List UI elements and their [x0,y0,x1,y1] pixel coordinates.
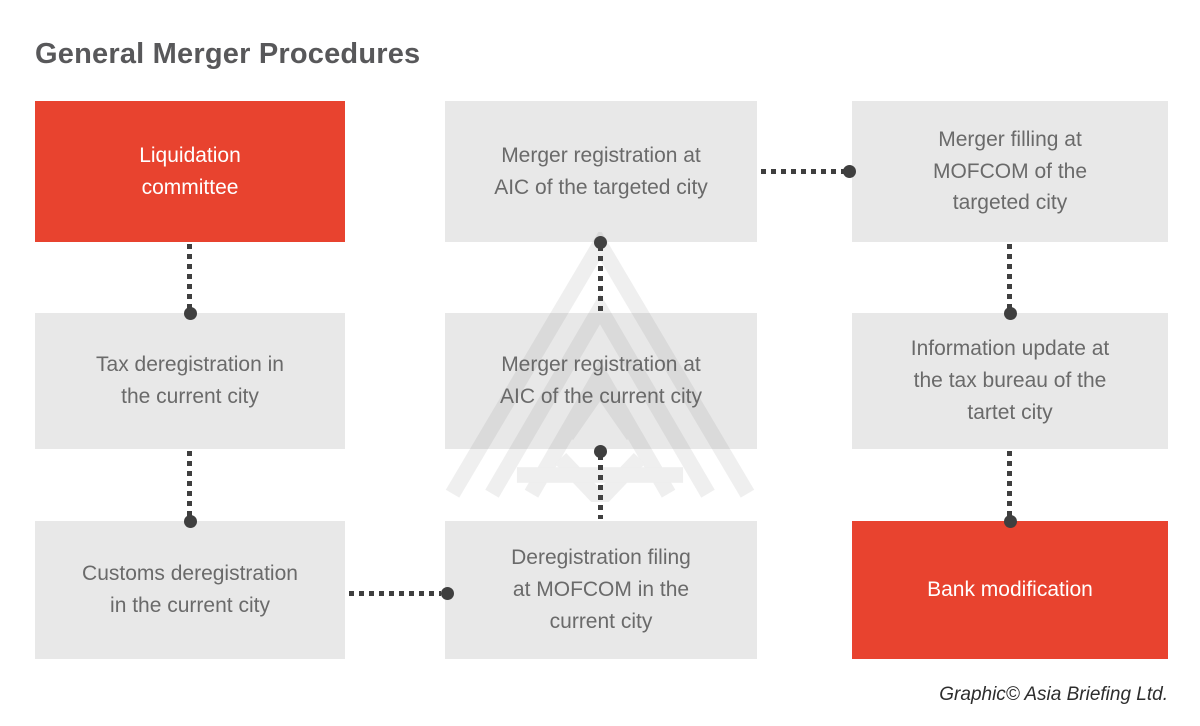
node-liquidation-committee: Liquidation committee [35,101,345,242]
connector-merger-filling-to-info-update-dot [1004,307,1017,320]
connector-deregistration-to-aic-current-dot [594,445,607,458]
connector-aic-targeted-to-merger-filling-dot [843,165,856,178]
connector-aic-current-to-aic-targeted-dot [594,236,607,249]
connector-aic-current-to-aic-targeted-line [598,246,603,311]
connector-customs-to-deregistration-line [349,591,441,596]
connector-deregistration-to-aic-current-line [598,455,603,519]
connector-merger-filling-to-info-update-line [1007,244,1012,310]
connector-liquidation-to-tax-dot [184,307,197,320]
connector-tax-to-customs-line [187,451,192,517]
page-title: General Merger Procedures [35,38,421,70]
node-merger-registration-aic-targeted: Merger registration at AIC of the target… [445,101,757,242]
node-information-update-tax-bureau: Information update at the tax bureau of … [852,313,1168,449]
connector-info-update-to-bank-line [1007,451,1012,517]
connector-customs-to-deregistration-dot [441,587,454,600]
connector-tax-to-customs-dot [184,515,197,528]
node-deregistration-filing-mofcom-current: Deregistration filing at MOFCOM in the c… [445,521,757,659]
node-merger-filling-mofcom-targeted: Merger filling at MOFCOM of the targeted… [852,101,1168,242]
connector-info-update-to-bank-dot [1004,515,1017,528]
node-bank-modification: Bank modification [852,521,1168,659]
connector-aic-targeted-to-merger-filling-line [761,169,847,174]
node-merger-registration-aic-current: Merger registration at AIC of the curren… [445,313,757,449]
node-customs-deregistration-current: Customs deregistration in the current ci… [35,521,345,659]
connector-liquidation-to-tax-line [187,244,192,310]
graphic-credit: Graphic© Asia Briefing Ltd. [939,684,1168,705]
node-tax-deregistration-current: Tax deregistration in the current city [35,313,345,449]
